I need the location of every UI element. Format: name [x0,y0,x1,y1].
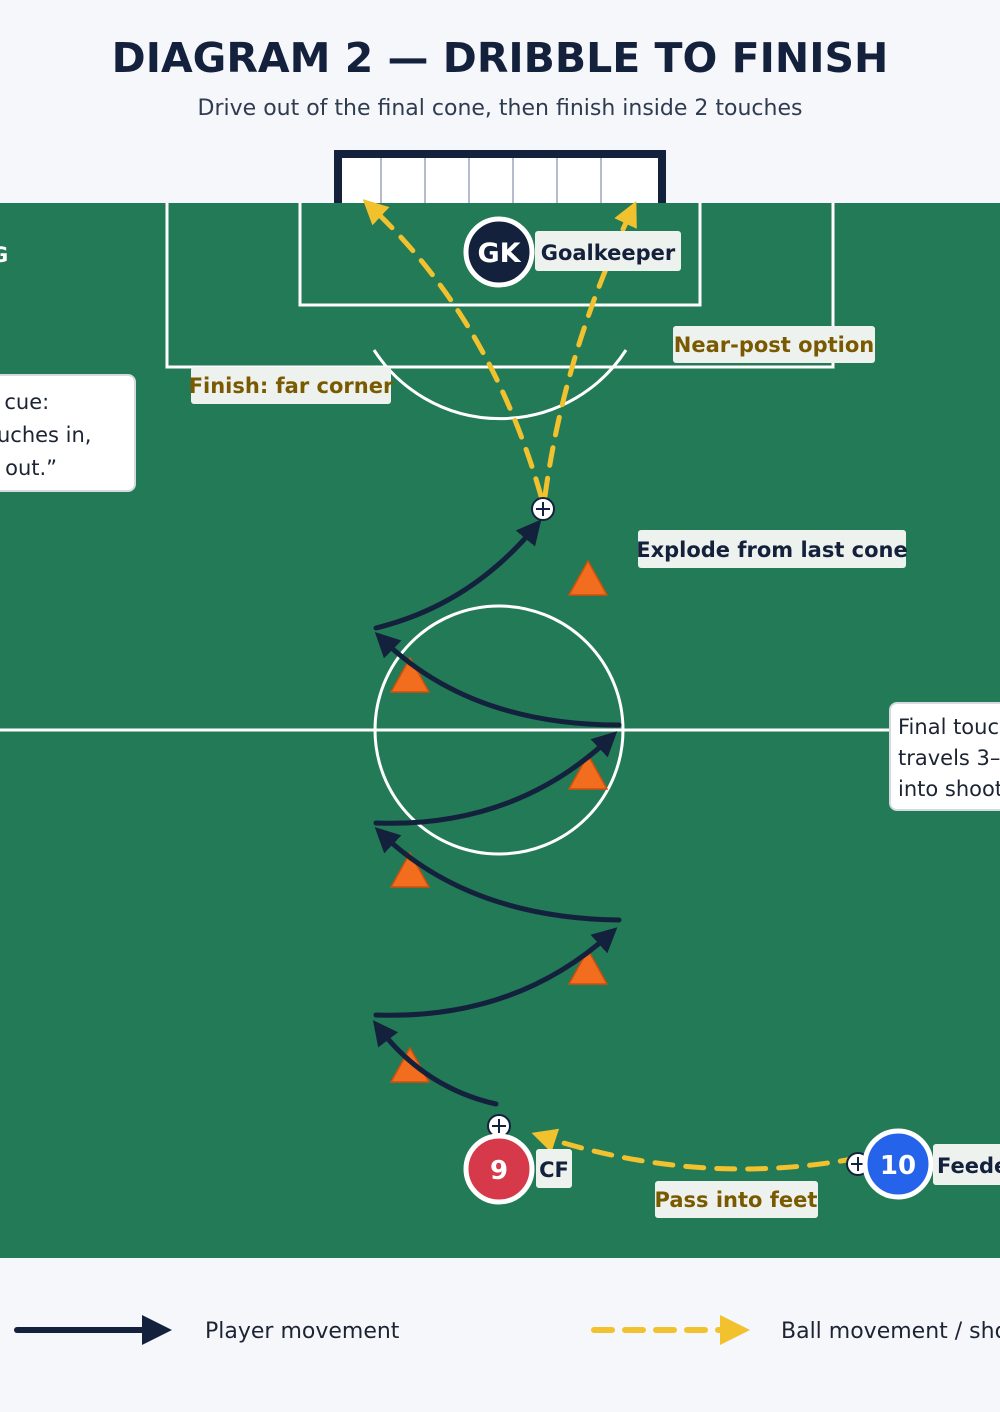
coaching-cue-line: “Small touches in, [0,423,91,447]
run-segment [373,927,618,1018]
legend: Player movement Ball movement / shot [14,1315,1000,1345]
run-segment [373,731,618,826]
run-segment [373,519,542,631]
ball-icon [531,497,555,521]
edge-label-fragment: G [0,243,8,267]
final-touch-line: travels 3–4 yds [898,746,1000,770]
cone [389,1046,431,1083]
penalty-box [165,203,835,369]
final-touch-note: Final touch travels 3–4 yds into shootin… [889,702,1000,811]
callout-finish-far: Finish: far corner [189,367,394,404]
centre-circle [373,604,625,856]
goalkeeper-token: GK Goalkeeper [463,216,681,288]
penalty-arc [372,349,628,421]
shot-far-corner [362,199,544,499]
near-post-label: Near-post option [674,333,874,357]
cone [567,753,609,790]
cone [567,559,609,596]
callout-explode: Explode from last cone [636,530,908,568]
cone [389,656,431,693]
pitch-markings [0,203,1000,856]
page-title: DIAGRAM 2 — DRIBBLE TO FINISH [112,34,889,82]
run-segment [374,632,622,728]
cone [567,948,609,985]
explode-label: Explode from last cone [636,538,908,562]
coaching-cue-note: Coaching cue: “Small touches in, big tou… [0,374,136,492]
run-segment [372,1020,499,1107]
final-touch-line: Final touch [898,715,1000,739]
coaching-cue-line: Coaching cue: [0,390,49,414]
final-touch-line: into shooting lane [898,777,1000,801]
player-movement-legend: Player movement [205,1319,400,1344]
cone [389,851,431,888]
callout-near-post: Near-post option [673,326,875,363]
page-subtitle: Drive out of the final cone, then finish… [198,96,803,121]
striker-label: CF [539,1158,569,1182]
ball-icon [487,1114,511,1138]
feeder-label: Feeder [937,1154,1000,1178]
goalkeeper-token-text: GK [477,238,521,269]
pass-path [531,1128,861,1172]
pass-feet-label: Pass into feet [655,1188,818,1212]
feeder-token-text: 10 [880,1151,916,1181]
run-segment [374,827,622,923]
goal [334,150,666,203]
ball-movement-legend: Ball movement / shot [781,1319,1000,1344]
six-yard-box [298,203,702,307]
striker-token-text: 9 [490,1156,508,1186]
goalkeeper-label: Goalkeeper [541,241,676,265]
coaching-cue-line: big touch out.” [0,456,57,480]
feeder-token: 10 Feeder [862,1128,1000,1200]
striker-token: 9 CF [463,1133,572,1205]
callout-pass-feet: Pass into feet [655,1181,818,1218]
player-run [372,519,622,1107]
finish-far-label: Finish: far corner [189,374,394,398]
cones [389,559,609,1083]
